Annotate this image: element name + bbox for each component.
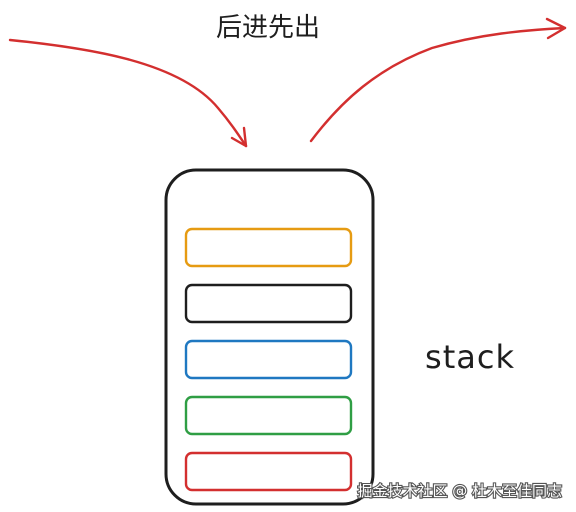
stack-item-orange: [184, 227, 353, 268]
stack-item-blue: [184, 339, 353, 380]
push-arrow: [8, 38, 248, 148]
pop-arrow: [309, 17, 567, 143]
watermark: 掘金技术社区 @ 杜木至佳同志: [357, 482, 562, 500]
stack-container: [164, 168, 375, 506]
stack-item-red: [184, 451, 353, 492]
stack-item-black: [184, 283, 353, 324]
stack-items: [184, 227, 353, 492]
stack-item-green: [184, 395, 353, 436]
diagram-title: 后进先出: [216, 13, 320, 43]
stack-label: stack: [425, 338, 515, 376]
